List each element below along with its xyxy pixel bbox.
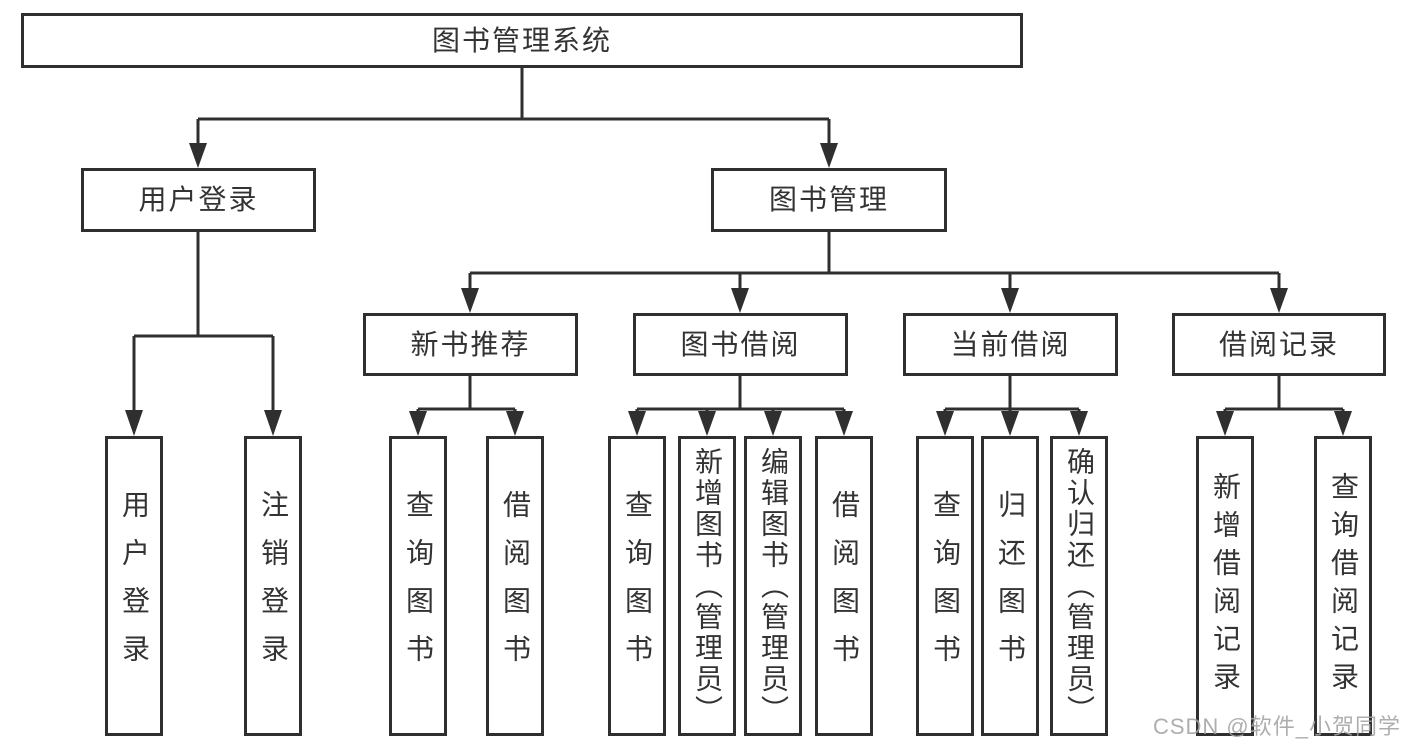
arrowhead-leaf-logout <box>264 410 282 436</box>
arrowhead-leaf-log-search <box>1334 411 1352 436</box>
node-user-login: 用户登录 <box>81 168 316 232</box>
arrowhead-leaf-bor-borrow <box>835 411 853 436</box>
node-leaf-bor-borrow: 借阅图书 <box>815 436 873 736</box>
node-book-borrow: 图书借阅 <box>633 313 848 376</box>
arrowhead-book-borrow <box>731 288 749 313</box>
node-new-book-rec: 新书推荐 <box>363 313 578 376</box>
connector-user-login-children <box>132 232 275 412</box>
node-leaf-bor-search: 查询图书 <box>608 436 666 736</box>
node-leaf-user-login: 用户登录 <box>105 436 163 736</box>
connector-root-children <box>196 68 831 146</box>
arrowhead-borrow-record <box>1270 288 1288 313</box>
arrowhead-new-book-rec <box>461 288 479 313</box>
node-leaf-cur-search: 查询图书 <box>916 436 974 736</box>
csdn-watermark: CSDN @软件_小贺同学 <box>1152 714 1401 739</box>
node-book-mgmt: 图书管理 <box>711 168 947 232</box>
connector-current-borrow-children <box>943 376 1081 414</box>
arrowhead-leaf-bor-add <box>698 411 716 436</box>
node-leaf-log-add: 新增借阅记录 <box>1196 436 1254 736</box>
arrowhead-user-login <box>189 143 207 168</box>
node-borrow-record: 借阅记录 <box>1172 313 1386 376</box>
node-leaf-cur-return: 归还图书 <box>981 436 1039 736</box>
node-leaf-rec-borrow: 借阅图书 <box>486 436 544 736</box>
connector-new-book-rec-children <box>416 376 517 414</box>
arrowhead-leaf-rec-borrow <box>506 411 524 436</box>
arrowhead-leaf-log-add <box>1216 411 1234 436</box>
arrowhead-leaf-bor-search <box>628 411 646 436</box>
arrowhead-leaf-cur-return <box>1001 411 1019 436</box>
arrowhead-leaf-cur-search <box>936 411 954 436</box>
node-leaf-logout: 注销登录 <box>244 436 302 736</box>
node-current-borrow: 当前借阅 <box>903 313 1118 376</box>
arrowhead-leaf-bor-edit <box>764 411 782 436</box>
node-leaf-rec-search: 查询图书 <box>389 436 447 736</box>
node-root: 图书管理系统 <box>21 13 1023 68</box>
node-leaf-log-search: 查询借阅记录 <box>1314 436 1372 736</box>
arrowhead-book-mgmt <box>820 143 838 168</box>
arrowhead-leaf-rec-search <box>409 411 427 436</box>
arrowhead-leaf-user-login <box>125 410 143 436</box>
node-leaf-bor-add: 新增图书（管理员） <box>678 436 736 736</box>
arrowhead-current-borrow <box>1001 288 1019 313</box>
connector-borrow-record-children <box>1223 376 1345 414</box>
node-leaf-bor-edit: 编辑图书（管理员） <box>744 436 802 736</box>
connector-book-borrow-children <box>635 376 846 414</box>
arrowhead-leaf-cur-confirm <box>1070 411 1088 436</box>
connector-book-mgmt-children <box>468 232 1281 290</box>
node-leaf-cur-confirm: 确认归还（管理员） <box>1050 436 1108 736</box>
